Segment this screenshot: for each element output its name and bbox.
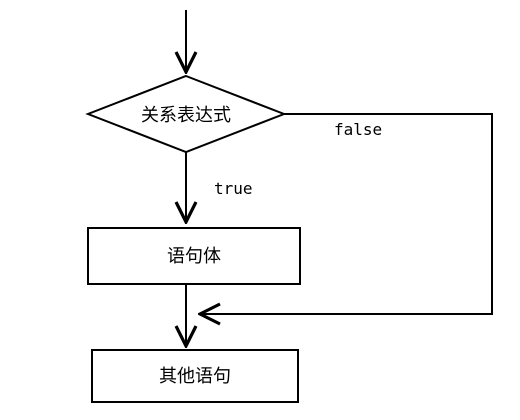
decision-label: 关系表达式 <box>141 105 231 126</box>
statement-body-box <box>87 227 301 285</box>
false-label: false <box>334 120 382 139</box>
true-label: true <box>214 179 253 198</box>
statement-body-label: 语句体 <box>167 246 221 267</box>
next-statement-box <box>91 349 299 403</box>
next-statement-label: 其他语句 <box>159 366 231 387</box>
false-path <box>200 113 493 314</box>
